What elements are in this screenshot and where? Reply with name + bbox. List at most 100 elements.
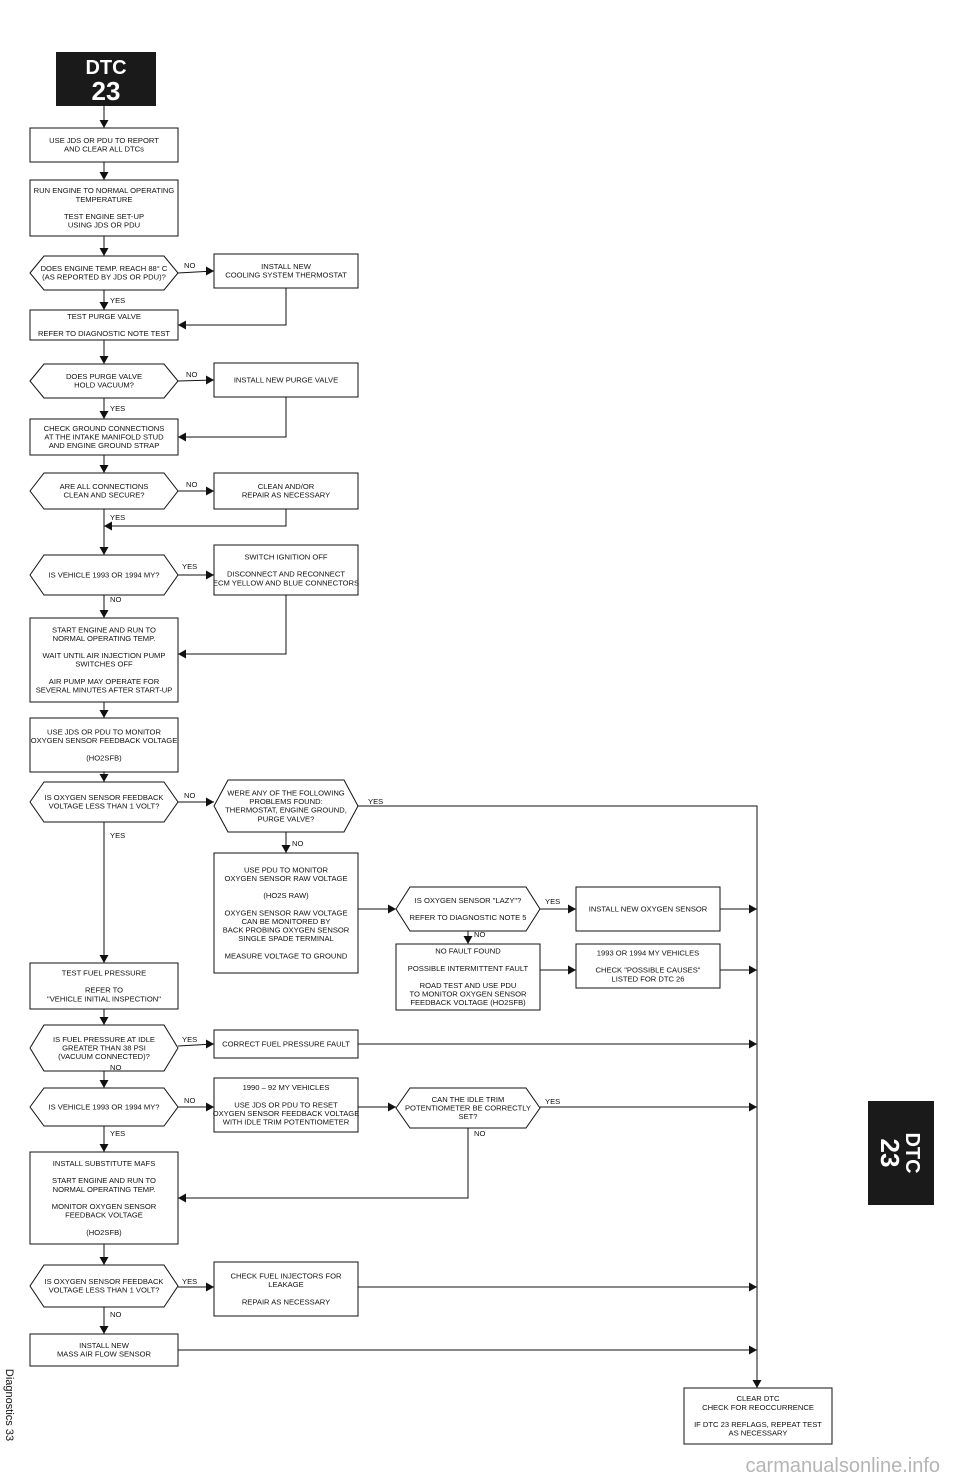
flow-node-d4: IS VEHICLE 1993 OR 1994 MY? bbox=[29, 554, 179, 596]
flow-node-r9: CORRECT FUEL PRESSURE FAULT bbox=[213, 1029, 359, 1059]
process-box bbox=[29, 617, 179, 703]
edge-n2-to-d1 bbox=[99, 236, 109, 256]
edge-n5-to-n6 bbox=[99, 702, 109, 718]
node-text: TEST PURGE VALVE bbox=[67, 312, 141, 321]
process-box bbox=[29, 1151, 179, 1245]
edge-n7-to-d7 bbox=[358, 904, 396, 914]
node-text: START ENGINE AND RUN TO bbox=[52, 1176, 156, 1185]
branch-label-yes: YES bbox=[110, 296, 125, 305]
node-text: AS NECESSARY bbox=[729, 1429, 788, 1438]
node-text: CLEAN AND/OR bbox=[258, 482, 315, 491]
node-text: USE JDS OR PDU TO MONITOR bbox=[47, 728, 161, 737]
branch-label-no: NO bbox=[184, 1096, 195, 1105]
connector-line bbox=[178, 595, 287, 655]
node-text: WAIT UNTIL AIR INJECTION PUMP bbox=[43, 651, 166, 660]
connector-line bbox=[104, 509, 287, 527]
node-text: MASS AIR FLOW SENSOR bbox=[57, 1350, 152, 1359]
decision-shape bbox=[29, 255, 179, 291]
arrow-head bbox=[388, 1102, 396, 1112]
node-text: CHECK FUEL INJECTORS FOR bbox=[231, 1272, 342, 1281]
node-text: TEMPERATURE bbox=[76, 195, 133, 204]
decision-shape bbox=[29, 1264, 179, 1308]
node-text: RUN ENGINE TO NORMAL OPERATING bbox=[34, 186, 175, 195]
edge-d11-to-r11 bbox=[178, 1282, 214, 1292]
node-text: MONITOR OXYGEN SENSOR bbox=[52, 1202, 157, 1211]
node-text: TEST FUEL PRESSURE bbox=[62, 969, 146, 978]
node-text: POTENTIOMETER BE CORRECTLY bbox=[405, 1103, 531, 1112]
edge-d10-to-n11 bbox=[178, 1128, 469, 1203]
edge-d2-to-n4 bbox=[99, 398, 109, 419]
arrow-head bbox=[99, 547, 109, 555]
edge-r3-to-d4 bbox=[104, 509, 287, 531]
branch-label-yes: YES bbox=[182, 1035, 197, 1044]
node-text: SET? bbox=[459, 1112, 478, 1121]
node-text: WITH IDLE TRIM POTENTIOMETER bbox=[223, 1118, 350, 1127]
process-box bbox=[575, 886, 721, 932]
dtc-badge-number: 23 bbox=[91, 76, 121, 106]
process-box bbox=[213, 852, 359, 974]
flow-node-n3: TEST PURGE VALVE REFER TO DIAGNOSTIC NOTE… bbox=[29, 309, 179, 341]
side-tab-badge: DTC 23 bbox=[868, 1101, 934, 1205]
node-text: NORMAL OPERATING TEMP. bbox=[53, 1185, 156, 1194]
node-text: CORRECT FUEL PRESSURE FAULT bbox=[222, 1039, 350, 1048]
process-box bbox=[395, 943, 541, 1011]
node-text: INSTALL NEW bbox=[261, 262, 312, 271]
node-text: CAN THE IDLE TRIM bbox=[432, 1095, 505, 1104]
arrow-head bbox=[178, 432, 186, 442]
node-text: START ENGINE AND RUN TO bbox=[52, 625, 156, 634]
node-text: AIR PUMP MAY OPERATE FOR bbox=[49, 677, 160, 686]
decision-shape bbox=[213, 779, 359, 833]
process-box bbox=[29, 309, 179, 341]
edge-n11-to-d11 bbox=[99, 1244, 109, 1265]
node-text: PURGE VALVE? bbox=[258, 814, 315, 823]
arrow-head bbox=[178, 320, 186, 330]
node-text: IS VEHICLE 1993 OR 1994 MY? bbox=[48, 570, 159, 579]
arrow-head bbox=[206, 1039, 214, 1049]
flow-node-r2: INSTALL NEW PURGE VALVE bbox=[213, 362, 359, 398]
decision-shape bbox=[395, 1087, 541, 1129]
branch-label-no: NO bbox=[184, 261, 195, 270]
node-text: REFER TO DIAGNOSTIC NOTE TEST bbox=[38, 329, 170, 338]
arrow-head bbox=[206, 1102, 214, 1112]
edge-r7-to-n13 bbox=[720, 904, 757, 914]
branch-label-no: NO bbox=[292, 839, 303, 848]
node-text: VOLTAGE LESS THAN 1 VOLT? bbox=[49, 1286, 160, 1295]
node-text: ARE ALL CONNECTIONS bbox=[60, 482, 149, 491]
node-text: OXYGEN SENSOR FEEDBACK VOLTAGE bbox=[213, 1109, 360, 1118]
edge-r2-to-n4 bbox=[178, 397, 287, 442]
arrow-head bbox=[99, 411, 109, 419]
edge-n10-to-d10 bbox=[358, 1102, 396, 1112]
arrow-head bbox=[104, 521, 112, 531]
node-text: HOLD VACUUM? bbox=[74, 381, 134, 390]
node-text: LISTED FOR DTC 26 bbox=[612, 974, 685, 983]
arrow-head bbox=[99, 120, 109, 128]
node-text: 1990 – 92 MY VEHICLES bbox=[243, 1083, 330, 1092]
edge-d10-to-n13 bbox=[540, 1102, 757, 1112]
node-text: CAN BE MONITORED BY bbox=[242, 917, 331, 926]
node-text: FEEDBACK VOLTAGE bbox=[65, 1211, 143, 1220]
branch-label-no: NO bbox=[110, 1310, 121, 1319]
edge-d5-to-d6 bbox=[178, 797, 214, 807]
edge-d8-to-d9 bbox=[99, 1071, 109, 1088]
node-text: REPAIR AS NECESSARY bbox=[242, 491, 330, 500]
node-text: (AS REPORTED BY JDS OR PDU)? bbox=[42, 273, 166, 282]
flow-node-r7: INSTALL NEW OXYGEN SENSOR bbox=[575, 886, 721, 932]
arrow-head bbox=[749, 1282, 757, 1292]
connector-line bbox=[178, 397, 287, 438]
arrow-head bbox=[752, 1380, 762, 1388]
arrow-head bbox=[749, 1039, 757, 1049]
process-box bbox=[683, 1387, 833, 1445]
flow-node-d1: DOES ENGINE TEMP. REACH 88° C(AS REPORTE… bbox=[29, 255, 179, 291]
node-text: CHECK "POSSIBLE CAUSES" bbox=[596, 966, 701, 975]
node-text: CLEAR DTC bbox=[736, 1394, 780, 1403]
connector-line bbox=[178, 288, 287, 326]
